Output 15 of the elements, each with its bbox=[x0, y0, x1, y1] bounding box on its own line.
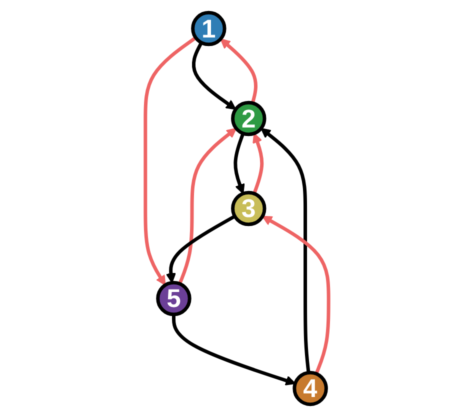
arrow bbox=[262, 216, 330, 374]
node-circle: 2 bbox=[231, 100, 266, 136]
arrow bbox=[166, 214, 236, 284]
arrow bbox=[144, 36, 197, 286]
node-circle: 4 bbox=[292, 370, 328, 406]
arrow bbox=[192, 42, 236, 110]
node-circle: 5 bbox=[156, 280, 192, 316]
arrow bbox=[260, 128, 310, 373]
arrow bbox=[172, 314, 296, 386]
node-circle: 3 bbox=[231, 190, 266, 226]
arrow bbox=[220, 38, 258, 104]
arrow bbox=[178, 128, 237, 284]
arrow bbox=[252, 132, 264, 194]
node-circle: 1 bbox=[191, 10, 226, 46]
arrow bbox=[234, 132, 245, 194]
